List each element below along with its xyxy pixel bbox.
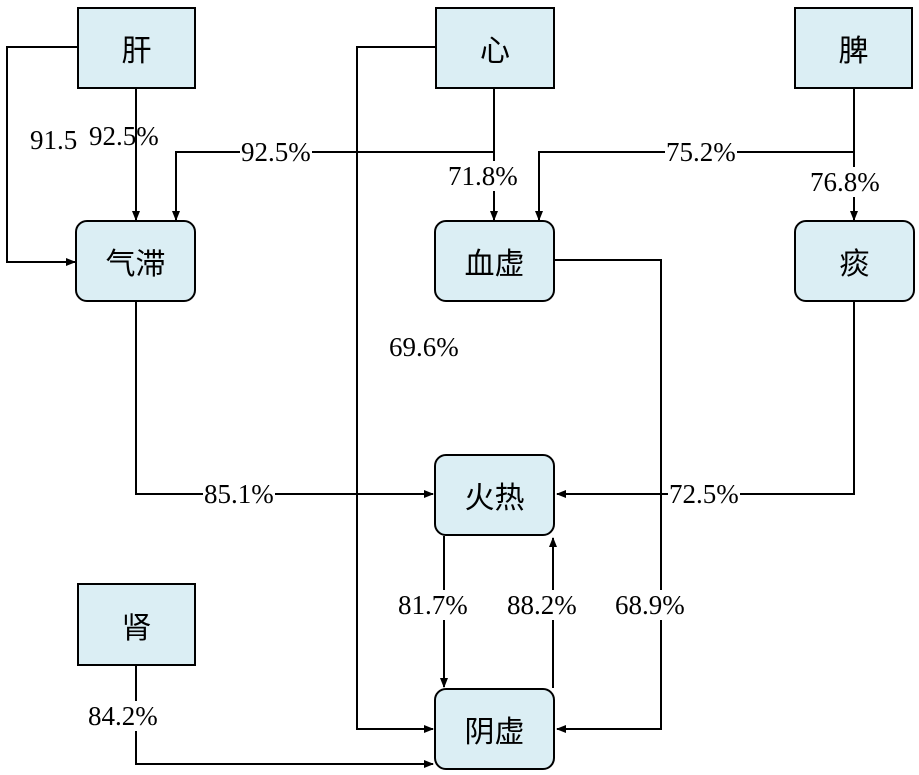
label-xuexu-yinxu: 68.9% (614, 590, 686, 620)
label-gan-qizhi-a: 91.5 (29, 125, 79, 155)
label-pi-tan: 76.8% (809, 167, 881, 197)
node-yinxu: 阴虚 (434, 688, 555, 770)
label-gan-qizhi-b: 92.5% (89, 121, 159, 151)
node-xin: 心 (435, 7, 555, 89)
edge-xin-qizhi (172, 88, 495, 221)
label-xin-xuexu: 71.8% (447, 161, 519, 191)
node-qizhi: 气滞 (75, 220, 196, 302)
edge-gan-qizhi-outer (6, 46, 77, 266)
label-xin-yinxu: 69.6% (389, 332, 459, 362)
node-pi: 脾 (794, 7, 913, 89)
label-shen-yinxu: 84.2% (87, 701, 159, 731)
label-pi-xuexu: 75.2% (665, 137, 737, 167)
node-tan: 痰 (794, 220, 915, 302)
edge-shen-yinxu (135, 666, 434, 768)
label-qizhi-huore: 85.1% (203, 479, 275, 509)
label-xin-qizhi: 92.5% (240, 137, 312, 167)
edge-xuexu-yinxu (555, 259, 662, 733)
node-shen: 肾 (77, 583, 196, 666)
label-tan-huore: 72.5% (668, 479, 740, 509)
label-huore-yinxu: 81.7% (397, 590, 469, 620)
node-gan: 肝 (77, 7, 196, 89)
edge-xin-yinxu (356, 46, 435, 733)
edge-tan-huore (556, 302, 855, 498)
edge-qizhi-huore (135, 302, 434, 498)
node-xuexu: 血虚 (434, 220, 555, 302)
node-huore: 火热 (434, 454, 555, 536)
label-yinxu-huore: 88.2% (506, 590, 578, 620)
